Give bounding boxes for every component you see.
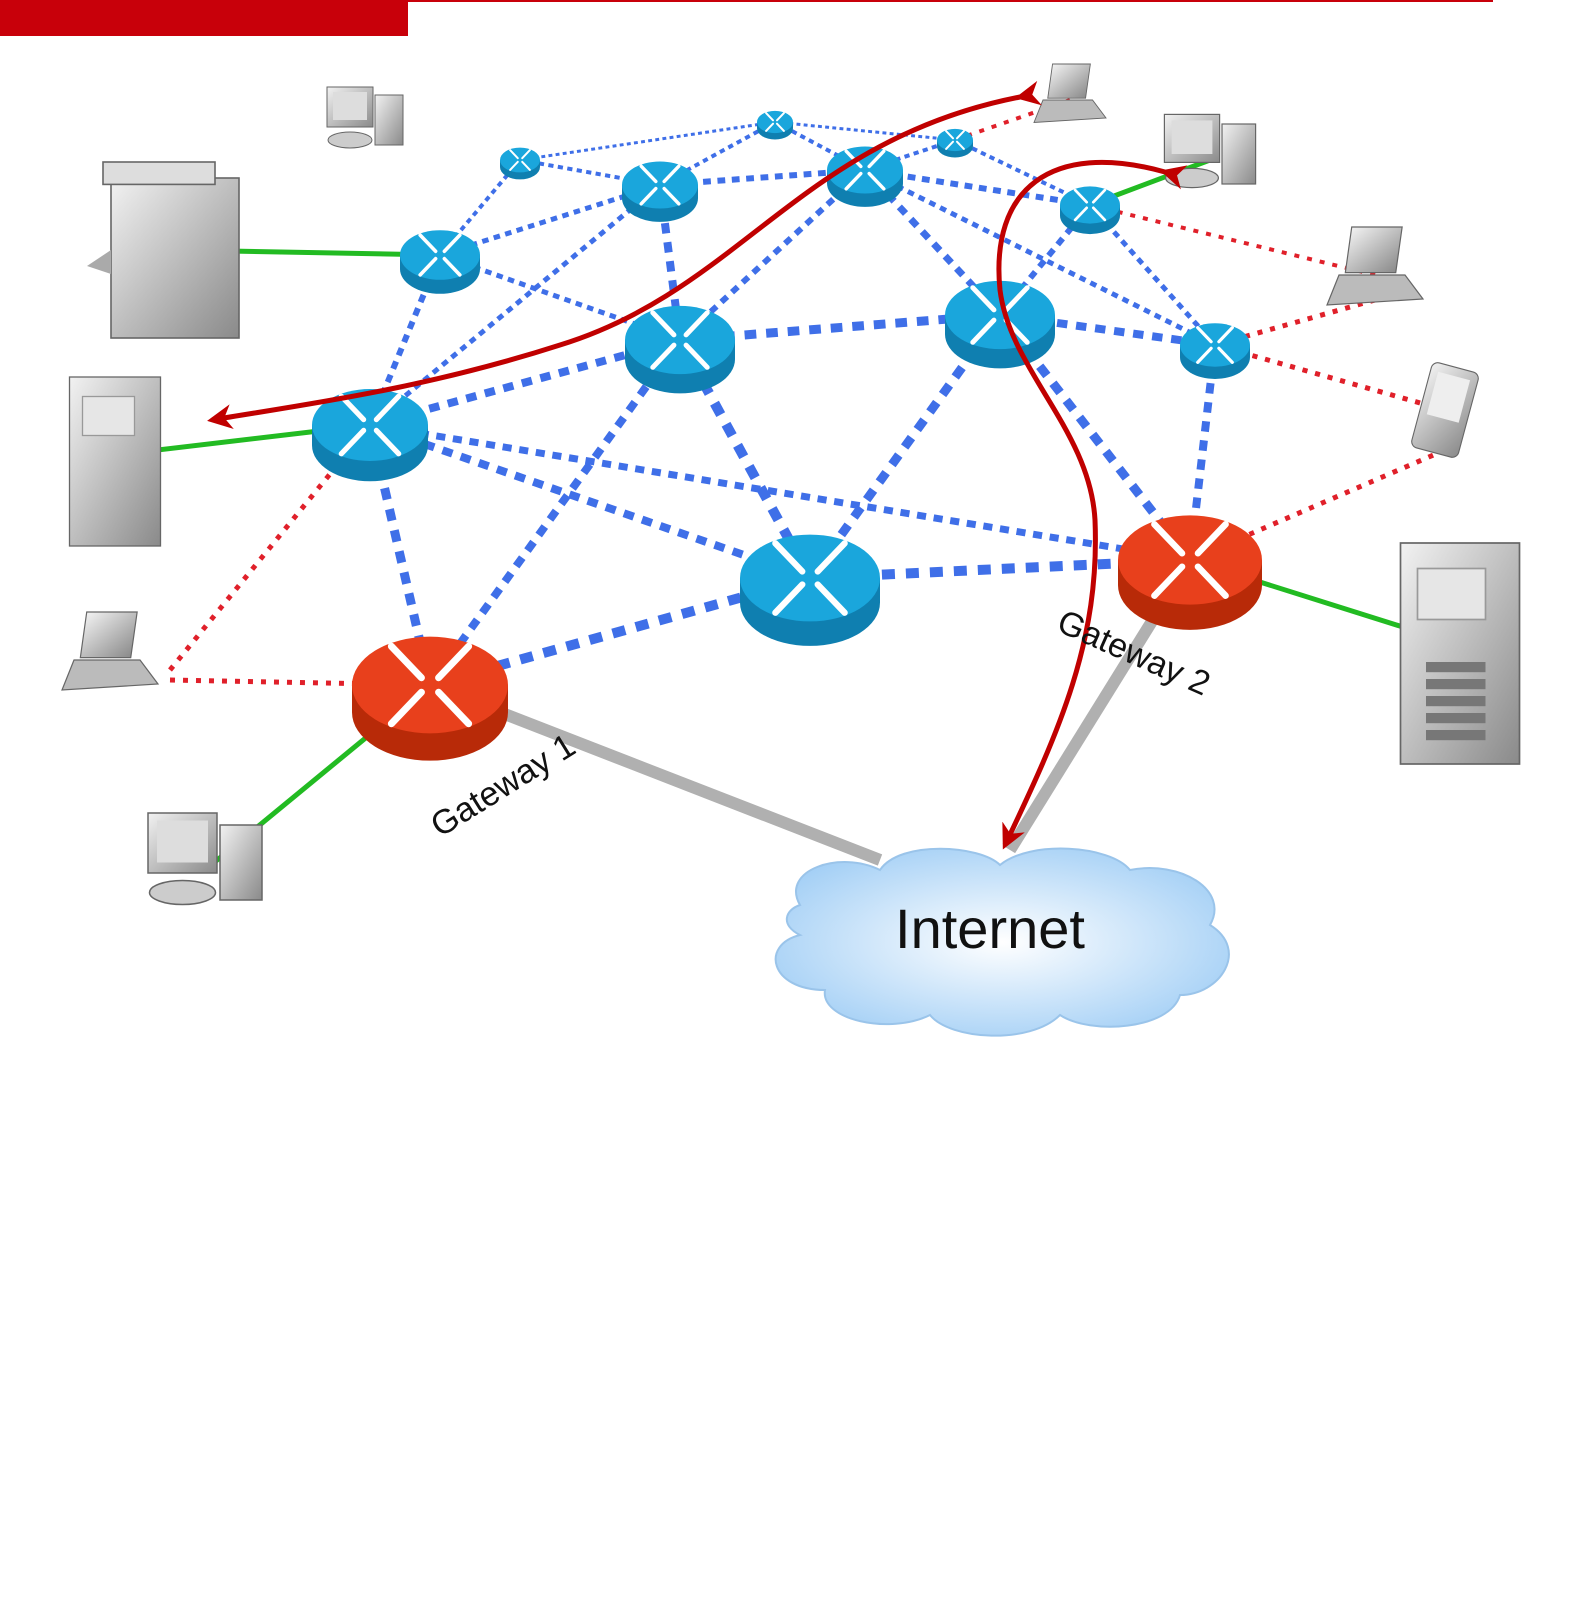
client-link xyxy=(169,677,431,688)
header-accent-bar xyxy=(0,0,408,36)
mesh-link xyxy=(368,183,662,427)
router-icon xyxy=(500,147,540,180)
gateway-router-icon xyxy=(1118,515,1262,630)
router-icon xyxy=(937,128,973,158)
client-link xyxy=(1214,343,1446,412)
router-icon xyxy=(1180,323,1250,379)
router-icon xyxy=(400,230,480,294)
pda-icon xyxy=(1411,362,1479,458)
route-arrow-2 xyxy=(996,159,1188,850)
route-arrows xyxy=(207,80,1188,850)
desktop-icon xyxy=(326,86,404,149)
mesh-link xyxy=(428,573,812,690)
router-icon xyxy=(1060,186,1120,235)
cloud-icon xyxy=(774,847,1230,1037)
laptop-icon xyxy=(61,611,160,691)
header-rule xyxy=(408,0,1493,2)
route-arrow-1 xyxy=(207,80,1043,429)
devices-layer xyxy=(61,63,1521,906)
server-icon xyxy=(1399,542,1521,765)
gateway-router-icon xyxy=(352,636,508,761)
client-link xyxy=(1089,203,1376,277)
client-link xyxy=(1214,297,1376,348)
laptop-icon xyxy=(1326,226,1425,306)
internet-label: Internet xyxy=(895,897,1085,960)
mesh-link xyxy=(368,421,812,582)
printer-icon xyxy=(87,161,240,339)
desktop-icon xyxy=(147,812,263,906)
desktop-icon xyxy=(1163,113,1257,189)
links-layer xyxy=(114,98,1461,872)
router-icon xyxy=(757,110,793,140)
internet-cloud: Internet xyxy=(774,847,1230,1037)
router-icon xyxy=(625,305,735,394)
mesh-link xyxy=(426,337,684,688)
router-icon xyxy=(622,161,698,222)
laptop-icon xyxy=(1033,63,1107,123)
desktop-icon xyxy=(68,376,162,547)
router-icon xyxy=(740,534,880,646)
mesh-link xyxy=(1088,203,1217,347)
